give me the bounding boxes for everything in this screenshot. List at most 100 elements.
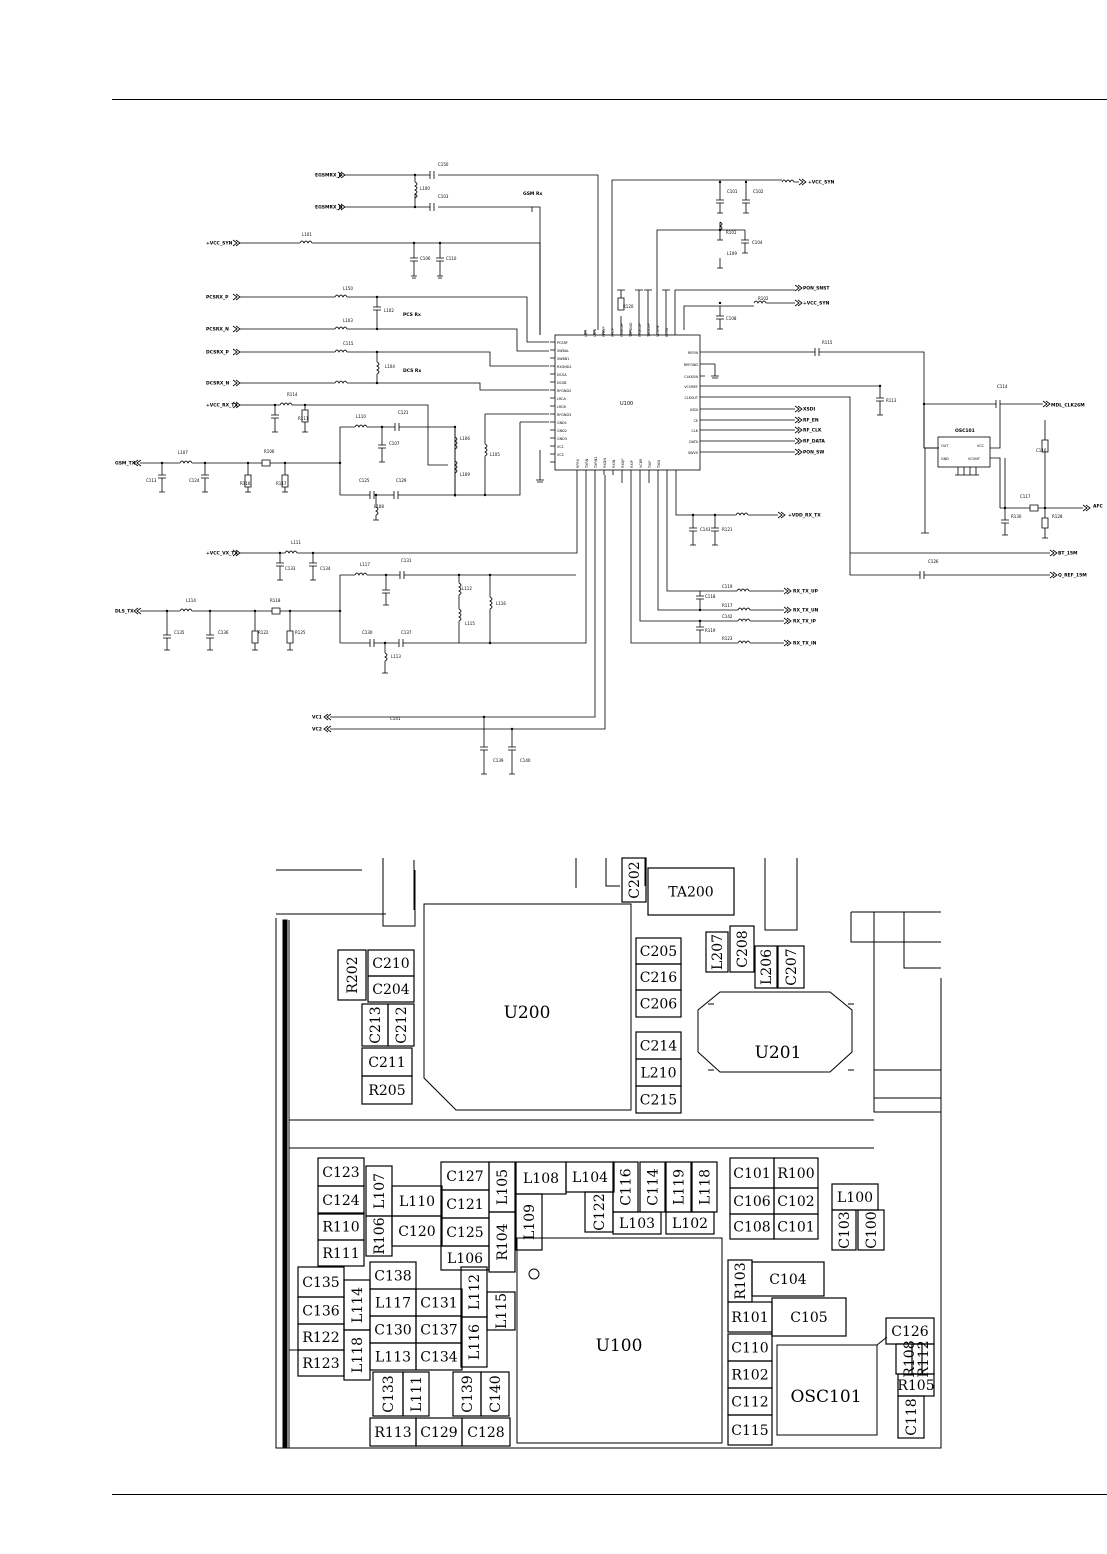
pcb-part-label: R104 [495, 1223, 511, 1260]
pcb-part-outline [754, 945, 778, 989]
left-port-label: GSM_TX [115, 461, 136, 467]
right-port-label: AFC [1093, 504, 1104, 510]
component-ref-label: R122 [258, 630, 269, 635]
pcb-part-label: L105 [495, 1169, 511, 1205]
pcb-part-label: L102 [672, 1216, 708, 1232]
left-port-label: PCSRX_P [206, 295, 229, 301]
pcb-part-label: C104 [769, 1272, 807, 1288]
component-ref-label: C114 [997, 384, 1008, 389]
component-ref-label: L114 [186, 598, 196, 603]
component-ref-label: C142 [722, 614, 733, 619]
ic-pin-label: REFGND [684, 363, 699, 367]
pcb-part-label: C110 [731, 1341, 768, 1357]
top-rule [112, 99, 1107, 100]
pcb-part-label: L111 [409, 1376, 425, 1412]
component-ref-label: C102 [753, 189, 764, 194]
pcb-part-label: C115 [731, 1423, 768, 1439]
pcb-part-outline [387, 1003, 415, 1047]
ic-pin-label: VCBR [639, 458, 643, 468]
pcb-part-label: OSC101 [790, 1387, 861, 1407]
component-ref-label: L115 [465, 621, 475, 626]
component-ref-label: L106 [460, 436, 470, 441]
pcb-part-label: C216 [640, 970, 678, 986]
pcb-part-label: C207 [784, 948, 800, 985]
pcb-part-label: R202 [345, 956, 361, 993]
pcb-part-label: U100 [596, 1336, 643, 1356]
ic-pin-label: DCSA [557, 373, 567, 377]
pcb-part-outline [402, 1371, 430, 1417]
ic-pin-label: RXQN [603, 458, 607, 468]
ic-pin-label: RFCP [611, 328, 615, 337]
pcb-part-label: R105 [897, 1378, 934, 1394]
ic-pin-label: RFBYP [602, 326, 606, 337]
component-ref-label: L111 [291, 540, 301, 545]
right-port-label: +VCC_SYN [803, 301, 830, 307]
component-ref-label: C121 [398, 410, 409, 415]
pcb-part-outline [317, 1185, 365, 1215]
ic-pin-label: REFIN [688, 351, 698, 355]
component-ref-label: L102 [384, 308, 394, 313]
pcb-part-label: C103 [837, 1211, 853, 1248]
pcb-part-label: C139 [460, 1375, 476, 1412]
pcb-part-outline [337, 949, 367, 1001]
right-port-label: Q_REF_15M [1058, 573, 1087, 579]
component-ref-label: R123 [722, 636, 733, 641]
pcb-part-label: C133 [381, 1375, 397, 1412]
ic-pin-label: SWBB1 [557, 357, 569, 361]
right-port-label: RX_TX_UN [793, 608, 819, 614]
component-ref-label: R117 [722, 603, 733, 608]
pcb-part-label: C101 [733, 1166, 770, 1182]
pcb-part-label: U200 [504, 1003, 551, 1023]
component-ref-label: C106 [420, 256, 431, 261]
pcb-part-label: L104 [572, 1170, 608, 1186]
pcb-part-label: C102 [777, 1194, 814, 1210]
pcb-part-label: C208 [735, 930, 751, 967]
pcb-part-label: C122 [592, 1193, 608, 1230]
pcb-part-label: TA200 [668, 885, 713, 901]
component-ref-label: C119 [722, 584, 733, 589]
pcb-part-label: C129 [420, 1425, 457, 1441]
pcb-part-label: C121 [446, 1197, 483, 1213]
ic-pin-label: TXIP [648, 461, 652, 469]
component-ref-label: L100 [420, 186, 430, 191]
component-ref-label: R101 [726, 230, 737, 235]
pcb-part-label: L207 [710, 934, 726, 970]
component-ref-label: L113 [391, 654, 401, 659]
ic-pin-label: TXRGND [629, 322, 633, 338]
right-port-label: MDL_CLK26M [1051, 403, 1085, 409]
pcb-part-outline [488, 1211, 516, 1273]
component-ref-label: C140 [520, 758, 531, 763]
pcb-part-label: L103 [619, 1216, 655, 1232]
component-ref-label: R125 [295, 630, 306, 635]
component-ref-label: L105 [490, 452, 500, 457]
left-port-label: PCSRX_N [206, 327, 229, 333]
component-ref-label: C126 [928, 559, 939, 564]
pcb-part-label: L107 [372, 1173, 388, 1209]
pcb-part-outline [621, 857, 647, 903]
pcb-part-label: C105 [790, 1310, 827, 1326]
rf-schematic: GSM Rx PCS Rx DCS Rx U100 OSC101 OUT VCC… [115, 162, 1104, 775]
right-port-label: +VDD_RX_TX [788, 513, 821, 519]
ic-pin-label: CLKOUT [684, 396, 698, 400]
right-port-label: XSDI [803, 407, 815, 413]
dcs-rx-title: DCS Rx [403, 368, 421, 374]
right-port-label: RF_CLK [803, 428, 822, 434]
pcb-part-label: C215 [640, 1093, 677, 1109]
pcb-part-outline [665, 1211, 715, 1235]
left-port-label: EGSMRX_N [315, 205, 343, 211]
right-port-label: RF_EN [803, 418, 819, 424]
ic-pin-label: RXDCAP [620, 323, 624, 337]
right-port-label: +VCC_SYN [808, 180, 835, 186]
ic-pin-label: VCSYN [656, 325, 660, 337]
pcb-part-label: L119 [672, 1169, 688, 1205]
ic-pin-label: LBFI [584, 330, 588, 337]
pcb-part-label: R101 [731, 1310, 768, 1326]
pcb-part-label: C108 [733, 1220, 770, 1236]
pcb-part-label: C204 [372, 982, 410, 998]
component-ref-label: R115 [822, 340, 833, 345]
left-port-label: DCSRX_P [206, 350, 230, 356]
pcb-part-label: L113 [375, 1350, 411, 1366]
pcb-part-label: L110 [399, 1194, 435, 1210]
pcb-part-label: C212 [394, 1006, 410, 1043]
